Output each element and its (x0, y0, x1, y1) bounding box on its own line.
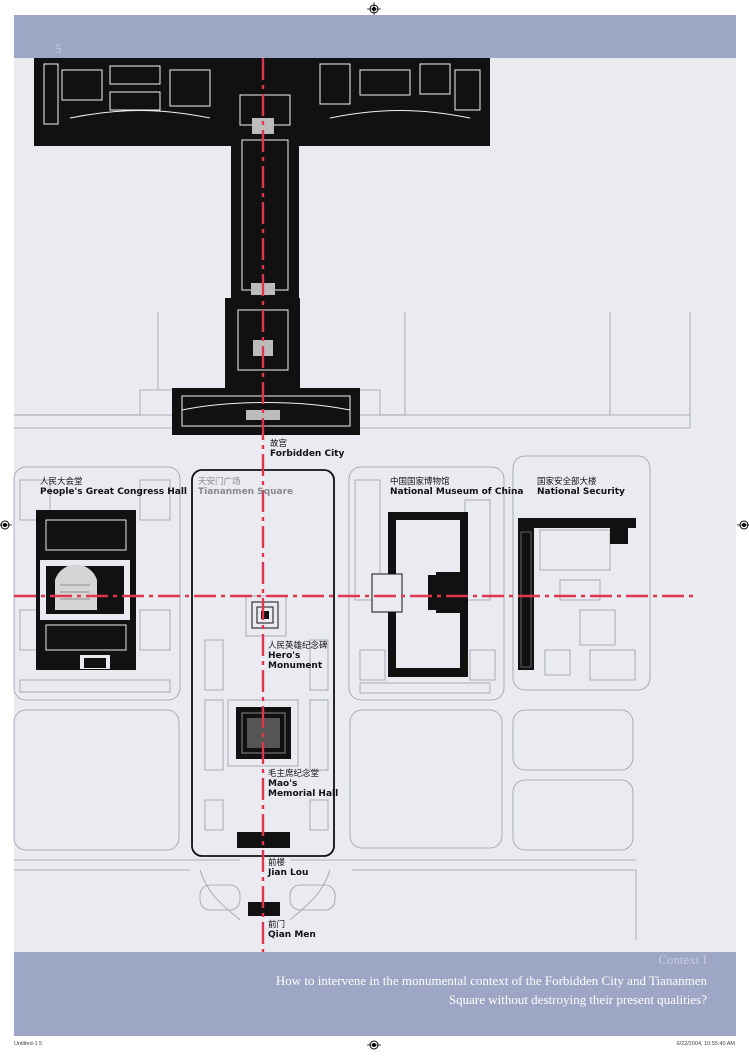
label-jian-lou: 前楼 Jian Lou (268, 858, 308, 878)
label-national-museum-cn: 中国国家博物馆 (390, 477, 450, 487)
label-forbidden-city-cn: 故宫 (270, 439, 288, 449)
map-background (14, 58, 736, 952)
label-tiananmen-square-cn: 天安门广场 (198, 477, 241, 487)
label-qian-men: 前门 Qian Men (268, 920, 316, 940)
national-museum-plan (371, 512, 468, 677)
label-congress-hall-en: People's Great Congress Hall (40, 487, 188, 497)
label-mao-memorial-en-1: Mao's (268, 779, 298, 789)
label-qian-men-cn: 前门 (268, 920, 286, 930)
label-heros-monument-cn: 人民英雄纪念碑 (268, 641, 328, 651)
national-security-plan (518, 518, 636, 670)
label-heros-monument-en-2: Monument (268, 661, 323, 671)
label-mao-memorial: 毛主席纪念堂 Mao's Memorial Hall (268, 769, 338, 799)
registration-mark-left-icon (0, 520, 12, 530)
label-national-museum: 中国国家博物馆 National Museum of China (390, 477, 523, 497)
footer-timestamp: 6/22/2004, 10:55:40 AM (676, 1041, 735, 1047)
label-qian-men-en: Qian Men (268, 930, 316, 940)
axes (14, 58, 694, 952)
label-heros-monument: 人民英雄纪念碑 Hero's Monument (268, 641, 328, 671)
caption-title: Context I (658, 952, 707, 967)
caption-band (14, 952, 736, 1036)
label-congress-hall: 人民大会堂 People's Great Congress Hall (40, 477, 187, 497)
caption-question: How to intervene in the monumental conte… (275, 973, 707, 1007)
registration-mark-top-icon (367, 2, 381, 16)
qian-men-plan (248, 902, 280, 916)
forbidden-city-detail (43, 63, 481, 427)
label-tiananmen-square: 天安门广场 Tiananmen Square (198, 477, 293, 497)
jian-lou-plan (237, 832, 290, 848)
label-national-museum-en: National Museum of China (390, 487, 524, 497)
label-national-security-en: National Security (537, 487, 625, 497)
street-grid (13, 312, 691, 940)
label-mao-memorial-en-2: Memorial Hall (268, 789, 339, 799)
header-band (14, 15, 736, 58)
label-forbidden-city: 故宫 Forbidden City (270, 439, 344, 459)
registration-mark-bottom-icon (367, 1040, 381, 1050)
congress-hall-plan (36, 510, 136, 670)
label-national-security-cn: 国家安全部大楼 (537, 477, 597, 487)
label-jian-lou-cn: 前楼 (268, 858, 286, 868)
label-national-security: 国家安全部大楼 National Security (537, 477, 625, 497)
registration-mark-right-icon (737, 520, 749, 530)
footer-file-info: Untitled-1 5 (14, 1041, 43, 1047)
page-number: 5 (55, 41, 62, 56)
label-jian-lou-en: Jian Lou (268, 868, 309, 878)
label-heros-monument-en-1: Hero's (268, 651, 301, 661)
label-tiananmen-square-en: Tiananmen Square (198, 487, 294, 497)
label-mao-memorial-cn: 毛主席纪念堂 (268, 769, 320, 779)
heros-monument-plan (251, 601, 279, 629)
label-congress-hall-cn: 人民大会堂 (40, 477, 83, 487)
label-forbidden-city-en: Forbidden City (270, 449, 345, 459)
